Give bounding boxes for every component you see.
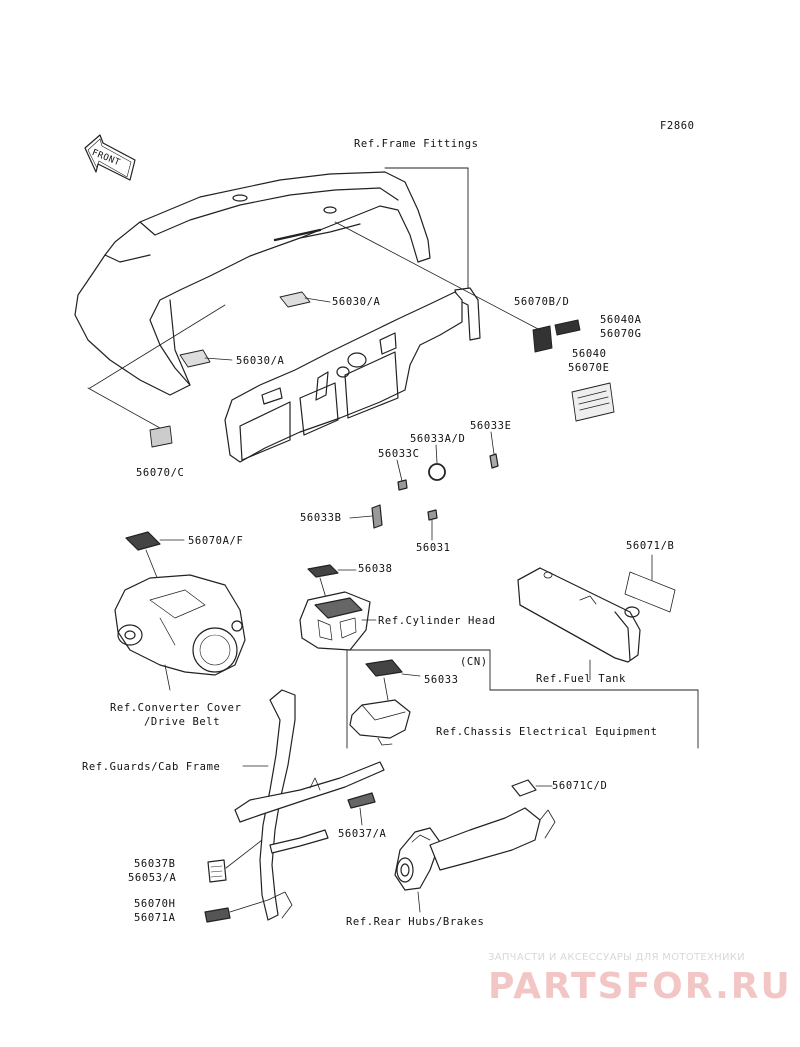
- label-56030-a-lower[interactable]: 56030/A: [236, 355, 285, 367]
- label-56031[interactable]: 56031: [416, 542, 451, 554]
- label-56053-a[interactable]: 56053/A: [128, 872, 177, 884]
- converter-cover-part: [114, 531, 246, 691]
- label-56033a-d[interactable]: 56033A/D: [410, 433, 466, 445]
- watermark-brand: PARTSFOR.RU: [488, 966, 792, 1007]
- label-56037b[interactable]: 56037B: [134, 858, 176, 870]
- label-56070a-f[interactable]: 56070A/F: [188, 535, 244, 547]
- chassis-electrical-part: [346, 649, 699, 749]
- label-56033c[interactable]: 56033C: [378, 448, 420, 460]
- cylinder-head-part: [299, 564, 377, 651]
- frame-fittings-leader: [384, 167, 469, 293]
- label-56040a[interactable]: 56040A: [600, 314, 642, 326]
- label-ref-fuel-tank[interactable]: Ref.Fuel Tank: [536, 673, 626, 685]
- label-56070-c[interactable]: 56070/C: [136, 467, 185, 479]
- label-drive-belt[interactable]: /Drive Belt: [144, 716, 221, 728]
- label-56037-a[interactable]: 56037/A: [338, 828, 387, 840]
- label-ref-frame-fittings[interactable]: Ref.Frame Fittings: [354, 138, 479, 150]
- rear-hubs-part: [394, 779, 556, 913]
- label-56040[interactable]: 56040: [572, 348, 607, 360]
- label-ref-cylinder-head[interactable]: Ref.Cylinder Head: [378, 615, 496, 627]
- decal-rects-top: [149, 291, 615, 448]
- label-56038[interactable]: 56038: [358, 563, 393, 575]
- watermark-subtitle: ЗАПЧАСТИ И АКСЕССУАРЫ ДЛЯ МОТОТЕХНИКИ: [488, 952, 745, 963]
- label-56070b-d[interactable]: 56070B/D: [514, 296, 570, 308]
- label-56030-a-upper[interactable]: 56030/A: [332, 296, 381, 308]
- label-ref-rear-hubs-brakes[interactable]: Ref.Rear Hubs/Brakes: [346, 916, 485, 928]
- label-56070g[interactable]: 56070G: [600, 328, 642, 340]
- label-56071-b[interactable]: 56071/B: [626, 540, 675, 552]
- label-56071a[interactable]: 56071A: [134, 912, 176, 924]
- label-cn: (CN): [460, 656, 488, 668]
- label-ref-converter-cover[interactable]: Ref.Converter Cover: [110, 702, 242, 714]
- front-arrow-icon: [84, 134, 136, 181]
- label-56070h[interactable]: 56070H: [134, 898, 176, 910]
- label-ref-guards-cab-frame[interactable]: Ref.Guards/Cab Frame: [82, 761, 221, 773]
- label-56033b[interactable]: 56033B: [300, 512, 342, 524]
- label-56070e[interactable]: 56070E: [568, 362, 610, 374]
- figure-code: F2860: [660, 120, 695, 132]
- label-56071c-d[interactable]: 56071C/D: [552, 780, 608, 792]
- dash-panel-part: [74, 171, 481, 463]
- label-56033e[interactable]: 56033E: [470, 420, 512, 432]
- small-parts-middle: [349, 431, 499, 541]
- guards-cab-frame-part: [204, 689, 385, 923]
- leader-lines-top: [87, 221, 541, 429]
- label-ref-chassis-electrical[interactable]: Ref.Chassis Electrical Equipment: [436, 726, 658, 738]
- fuel-tank-part: [517, 554, 676, 681]
- label-56033[interactable]: 56033: [424, 674, 459, 686]
